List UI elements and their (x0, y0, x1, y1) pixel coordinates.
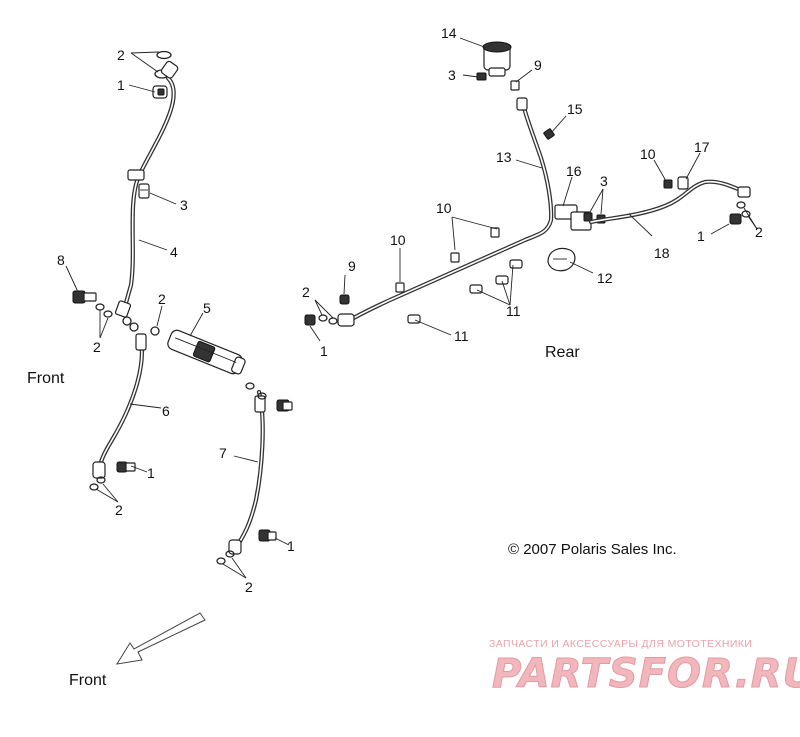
callout-12: 12 (597, 270, 613, 286)
callout-1-top: 1 (117, 77, 125, 93)
callout-18: 18 (654, 245, 670, 261)
callout-14: 14 (441, 25, 457, 41)
distribution-block-5 (167, 329, 246, 375)
reservoir-14 (476, 41, 520, 91)
callout-1-rear: 1 (697, 228, 705, 244)
callout-1-hose7: 1 (287, 538, 295, 554)
callout-11-right: 11 (506, 303, 521, 319)
callout-16: 16 (566, 163, 582, 179)
caption-front-bottom: Front (69, 672, 107, 689)
callout-5: 5 (203, 300, 211, 316)
callout-1-hose6: 1 (147, 465, 155, 481)
front-hose-4 (114, 75, 176, 318)
rear-line-end (304, 294, 355, 327)
caption-front-left: Front (27, 370, 65, 387)
rear-callouts: 14 3 9 15 13 16 3 10 17 1 2 18 12 10 10 … (302, 25, 763, 359)
rear-hose-18 (588, 176, 751, 225)
front-hose-7 (216, 382, 293, 565)
hose-clip-3 (138, 183, 150, 199)
bracket-16 (554, 204, 606, 231)
callout-9-line: 9 (348, 258, 356, 274)
watermark-tagline: ЗАПЧАСТИ И АКСЕССУАРЫ ДЛЯ МОТОТЕХНИКИ (489, 638, 753, 650)
callout-3-front: 3 (180, 197, 188, 213)
callout-10-top: 10 (640, 146, 656, 162)
callout-3-reservoir: 3 (448, 67, 456, 83)
front-callouts: 2 1 3 4 8 2 2 5 6 1 2 7 1 2 (57, 47, 295, 595)
front-brake-assembly: 2 1 3 4 8 2 2 5 6 1 2 7 1 2 (57, 47, 295, 595)
callout-15: 15 (567, 101, 583, 117)
front-leaders (65, 51, 290, 579)
callout-10-mid: 10 (436, 200, 452, 216)
callout-17: 17 (694, 139, 710, 155)
callout-11-left: 11 (454, 328, 469, 344)
rear-brake-assembly: 14 3 9 15 13 16 3 10 17 1 2 18 12 10 10 … (302, 25, 763, 359)
top-banjo-fitting (152, 50, 179, 99)
callout-1-line: 1 (320, 343, 328, 359)
rear-leaders (309, 37, 758, 342)
banjo-bolt-8 (72, 290, 113, 318)
callout-10-left: 10 (390, 232, 406, 248)
rear-line-13 (347, 97, 555, 323)
callout-4: 4 (170, 244, 178, 260)
front-direction-arrow (115, 612, 206, 665)
tee-fitting (122, 316, 160, 336)
callout-2-line: 2 (302, 284, 310, 300)
callout-8: 8 (57, 252, 65, 268)
line-clips (395, 227, 523, 324)
callout-2-top: 2 (117, 47, 125, 63)
callout-2-washers-c: 2 (115, 502, 123, 518)
callout-13: 13 (496, 149, 512, 165)
callout-2-washers-d: 2 (245, 579, 253, 595)
callout-6: 6 (162, 403, 170, 419)
watermark-logo: PARTSFOR.RU (491, 651, 800, 698)
front-hose-6 (89, 333, 147, 491)
callout-3-bracket: 3 (600, 173, 608, 189)
callout-9-reservoir: 9 (534, 57, 542, 73)
caption-rear: Rear (545, 344, 580, 361)
callout-2-washers-a: 2 (93, 339, 101, 355)
callout-2-washer-b: 2 (158, 291, 166, 307)
copyright-notice: © 2007 Polaris Sales Inc. (508, 541, 677, 558)
callout-2-rear: 2 (755, 224, 763, 240)
clamp-12 (547, 247, 576, 272)
callout-7: 7 (219, 445, 227, 461)
